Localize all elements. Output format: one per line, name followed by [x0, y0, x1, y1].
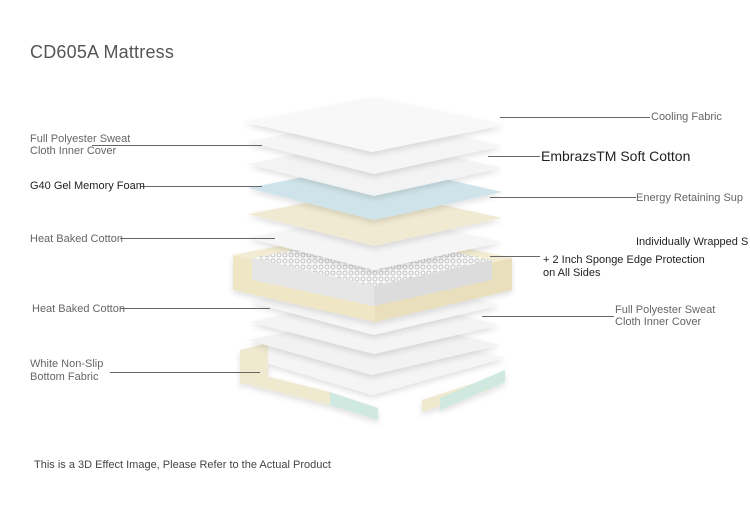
label-edge-line2: on All Sides — [543, 267, 601, 279]
label-heat-cotton-bottom: Heat Baked Cotton — [32, 303, 125, 315]
label-soft-cotton: EmbrazsTM Soft Cotton — [541, 148, 691, 164]
page-title: CD605A Mattress — [30, 42, 175, 62]
leader-line-inner-cover-bottom — [482, 316, 614, 317]
label-springs: Individually Wrapped S — [636, 236, 749, 248]
label-inner-cover-top-line1: Full Polyester Sweat — [30, 133, 131, 145]
label-cooling-fabric: Cooling Fabric — [651, 111, 722, 123]
leader-line-inner-cover-top — [92, 145, 262, 146]
label-heat-cotton-top: Heat Baked Cotton — [30, 233, 123, 245]
label-inner-cover-bottom-line1: Full Polyester Sweat — [615, 304, 716, 316]
label-energy-support: Energy Retaining Sup — [636, 192, 744, 204]
leader-line-heat-cotton-bottom — [120, 308, 270, 309]
leader-line-energy — [490, 197, 636, 198]
leader-line-gel-foam — [140, 186, 262, 187]
label-inner-cover-top-line2: Cloth Inner Cover — [30, 145, 117, 157]
leader-line-heat-cotton-top — [120, 238, 275, 239]
label-inner-cover-bottom-line2: Cloth Inner Cover — [615, 316, 702, 328]
leader-line-soft-cotton — [488, 156, 540, 157]
cooling-fabric-layer — [244, 97, 504, 152]
disclaimer-note: This is a 3D Effect Image, Please Refer … — [34, 459, 331, 471]
label-gel-foam: G40 Gel Memory Foam — [30, 180, 145, 192]
label-bottom-fabric-line2: Bottom Fabric — [30, 371, 99, 383]
leader-line-cooling — [500, 117, 650, 118]
leader-line-bottom-fabric — [110, 372, 260, 373]
label-bottom-fabric-line1: White Non-Slip — [30, 358, 104, 370]
leader-line-springs — [490, 256, 540, 257]
label-edge-line1: + 2 Inch Sponge Edge Protection — [543, 254, 705, 266]
